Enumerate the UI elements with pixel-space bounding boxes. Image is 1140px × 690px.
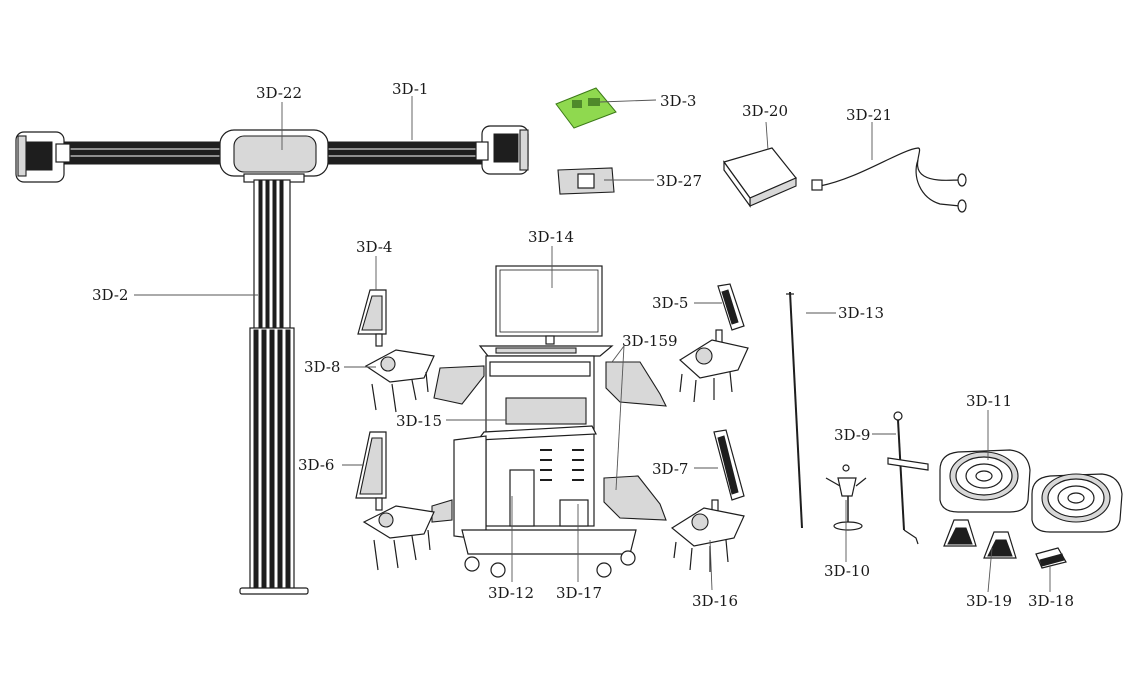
label-3d19: 3D-19 [966, 592, 1012, 610]
target-3d5 [715, 283, 745, 345]
label-3d22: 3D-22 [256, 84, 302, 102]
target-3d4 [357, 289, 387, 347]
label-3d2: 3D-2 [92, 286, 128, 304]
wheel-clamp-3d16 [670, 507, 745, 572]
label-3d10: 3D-10 [824, 562, 870, 580]
label-3d21: 3D-21 [846, 106, 892, 124]
part-labels: 3D-22 3D-1 3D-3 3D-20 3D-21 3D-27 3D-14 … [92, 80, 1074, 610]
crossbeam-column-assembly [15, 125, 529, 595]
label-3d14: 3D-14 [528, 228, 574, 246]
label-3d15: 3D-15 [396, 412, 442, 430]
part-3d20-power-box [723, 147, 797, 208]
label-3d27: 3D-27 [656, 172, 702, 190]
part-3d10-brake-depressor [825, 464, 867, 531]
label-3d18: 3D-18 [1028, 592, 1074, 610]
label-3d17: 3D-17 [556, 584, 602, 602]
target-3d7 [711, 429, 745, 515]
part-3d13-rod [786, 291, 803, 529]
part-3d11-turntables [939, 449, 1123, 533]
label-3d20: 3D-20 [742, 102, 788, 120]
turntable-right [1031, 473, 1123, 533]
label-3d8: 3D-8 [304, 358, 340, 376]
wheel-clamp-3d8 [364, 349, 435, 413]
label-3d4: 3D-4 [356, 238, 392, 256]
printer-3d15 [505, 397, 587, 425]
label-3d1: 3D-1 [392, 80, 428, 98]
part-3d27-plate [557, 167, 615, 195]
part-3d159-hangers [431, 361, 667, 523]
left-camera-head [15, 131, 71, 183]
right-camera-head [475, 125, 529, 175]
label-3d16: 3D-16 [692, 592, 738, 610]
console-cabinet [453, 265, 637, 578]
label-3d6: 3D-6 [298, 456, 334, 474]
center-housing-3d22 [219, 129, 329, 183]
label-3d13: 3D-13 [838, 304, 884, 322]
target-3d6 [355, 431, 387, 511]
label-3d7: 3D-7 [652, 460, 688, 478]
label-3d9: 3D-9 [834, 426, 870, 444]
part-3d9-steering-holder [887, 411, 929, 545]
column-3d2 [239, 179, 309, 595]
part-3d3-circuit-board [555, 87, 617, 129]
part-3d21-cable [811, 147, 967, 213]
label-3d159: 3D-159 [622, 332, 678, 350]
part-3d19-wheel-chocks [943, 519, 1017, 559]
wheel-clamp-right-upper [679, 339, 749, 403]
label-3d12: 3D-12 [488, 584, 534, 602]
label-3d11: 3D-11 [966, 392, 1012, 410]
part-3d18-block [1035, 547, 1067, 569]
turntable-left [939, 449, 1031, 513]
leader-lines [134, 96, 1051, 593]
wheel-clamp-left-lower [362, 505, 435, 571]
monitor-3d14 [495, 265, 603, 337]
label-3d5: 3D-5 [652, 294, 688, 312]
label-3d3: 3D-3 [660, 92, 696, 110]
